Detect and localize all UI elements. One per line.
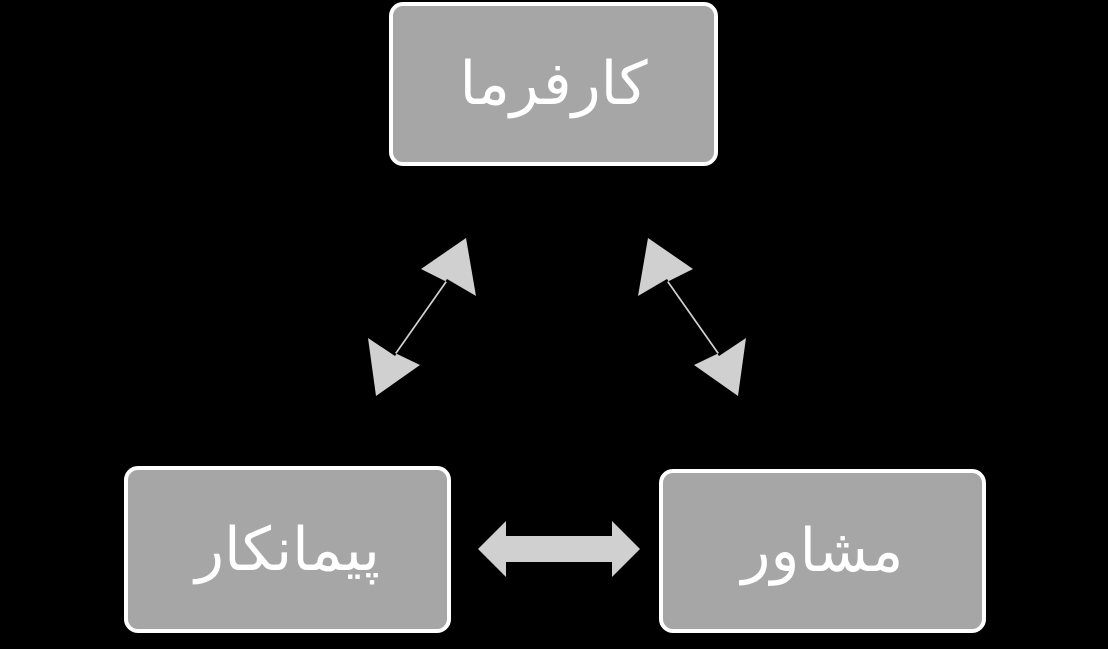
node-employer-label: کارفرما <box>459 49 648 119</box>
node-employer[interactable]: کارفرما <box>389 2 718 166</box>
arrow-employer-consultant <box>638 238 746 396</box>
node-consultant[interactable]: مشاور <box>659 469 986 633</box>
arrow-contractor-consultant <box>478 521 640 577</box>
node-contractor[interactable]: پیمانکار <box>124 466 451 633</box>
node-contractor-label: پیمانکار <box>195 514 380 585</box>
node-consultant-label: مشاور <box>741 516 904 586</box>
arrow-employer-contractor <box>368 238 476 396</box>
